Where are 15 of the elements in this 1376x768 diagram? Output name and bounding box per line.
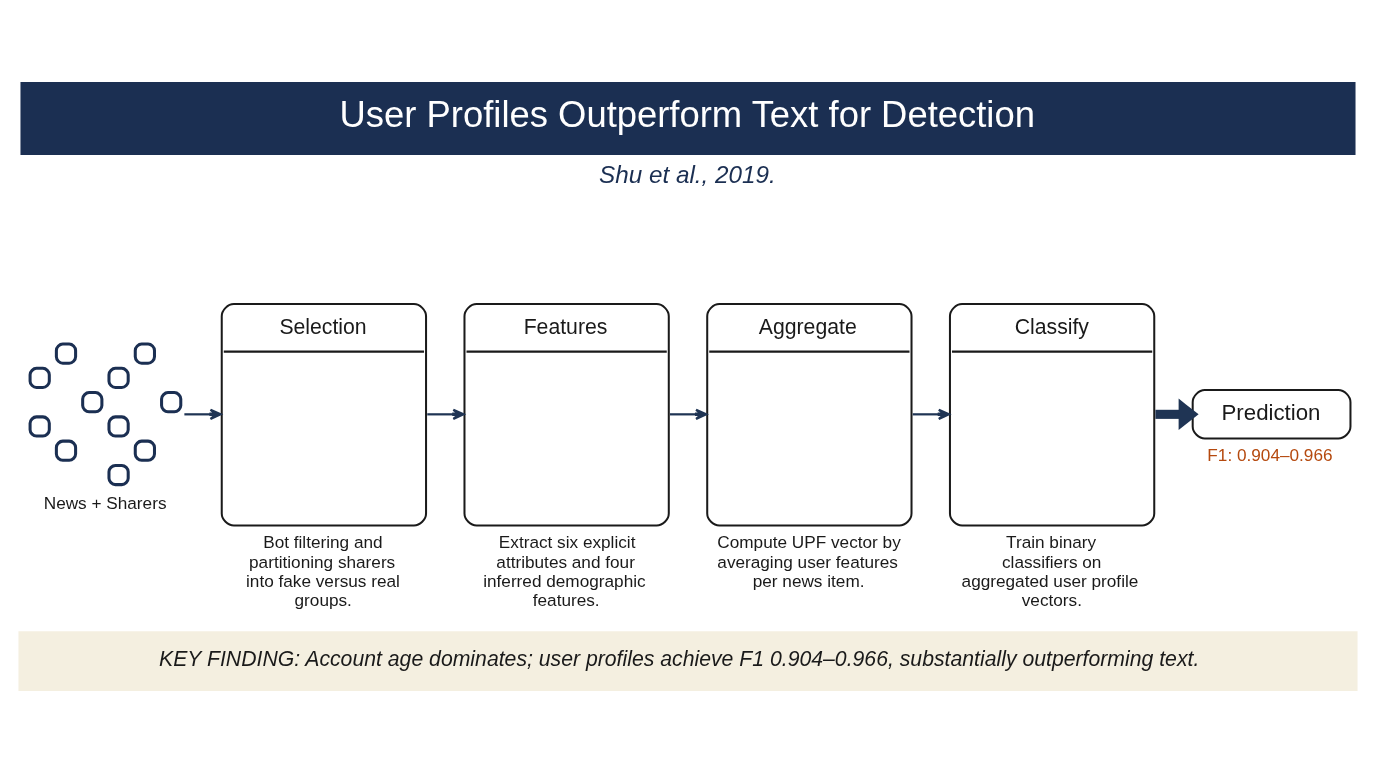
arrow (670, 408, 708, 420)
node-label: Train binary classifiers on aggregated user profile vectors. (961, 531, 1139, 610)
arrow (427, 408, 465, 420)
node-label: Extract six explicit attributes and four inferred demographic features. (483, 531, 646, 610)
node-label: Compute UPF vector by averaging user features per news item. (717, 531, 901, 591)
node-label: News + Sharers (43, 492, 167, 513)
arrow (912, 408, 951, 420)
label: Shu et al., 2019. (599, 160, 776, 188)
diagram-title: User Profiles Outperform Text for Detection (339, 93, 1035, 135)
arrow (1155, 398, 1199, 430)
node-box: Prediction (1191, 388, 1352, 440)
arrow (184, 408, 222, 420)
node-label: F1: 0.904–0.966 (1207, 444, 1333, 465)
label: KEY FINDING: Account age dominates; user profiles achieve F1 0.904–0.966, substantially outperforming text. (159, 646, 1200, 670)
node-label: Bot filtering and partitioning sharers into fake versus real groups. (246, 531, 400, 610)
